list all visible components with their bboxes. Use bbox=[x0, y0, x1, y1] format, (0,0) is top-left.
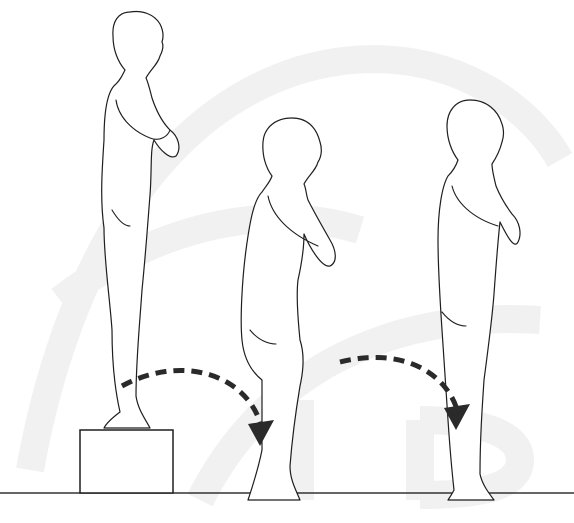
figure-standing-on-box bbox=[102, 12, 179, 429]
plyo-box bbox=[80, 430, 173, 493]
figure-landing-squat bbox=[241, 118, 335, 500]
